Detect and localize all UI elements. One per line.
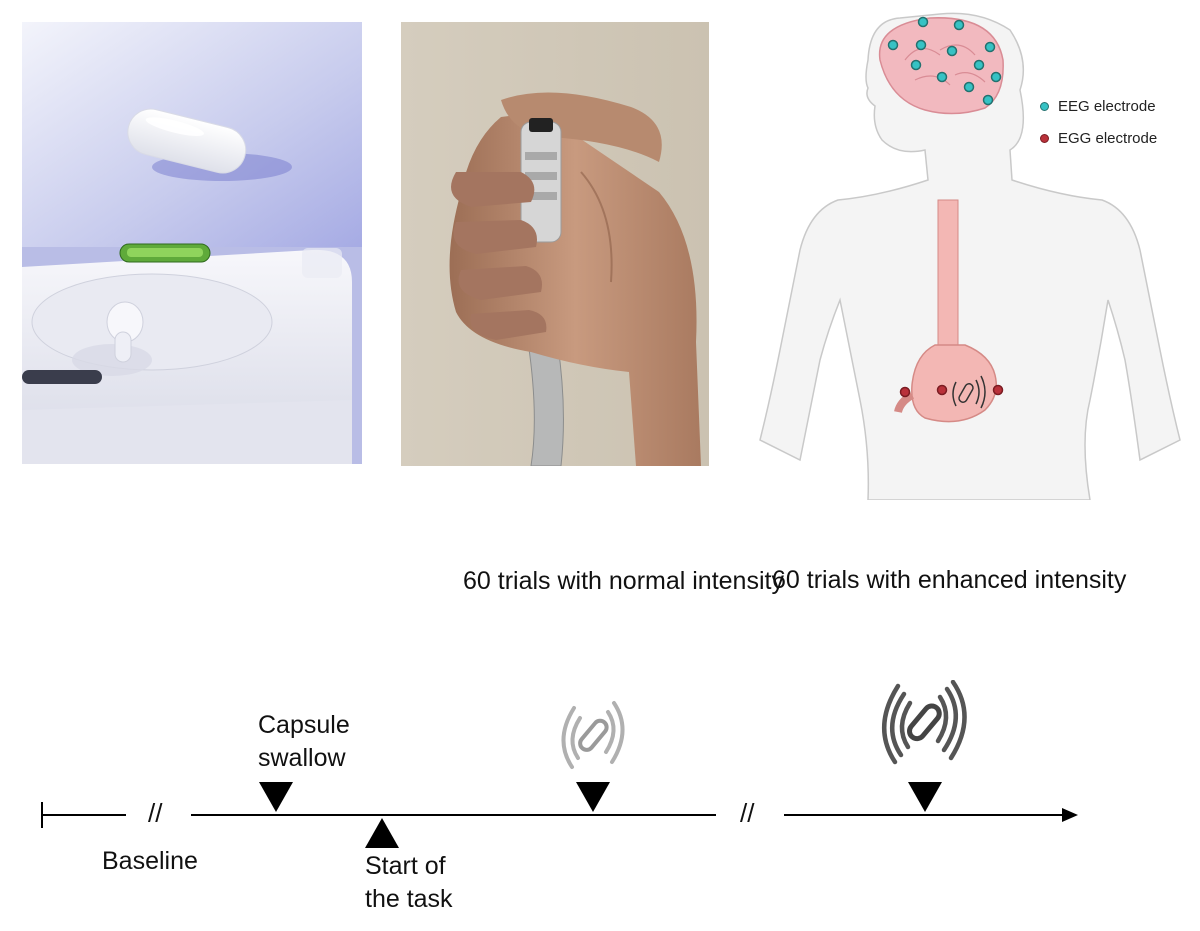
egg-electrode	[899, 386, 911, 398]
break-mark-2: //	[740, 798, 755, 828]
body-outline	[759, 12, 1181, 500]
eeg-electrode	[910, 59, 922, 71]
stomach	[911, 344, 997, 423]
hand-photo-drawing	[401, 22, 709, 466]
body-electrode-illustration	[759, 12, 1181, 500]
legend-eeg-label: EEG electrode	[1058, 98, 1156, 115]
esophagus	[937, 199, 959, 351]
photo-hand-button	[401, 22, 709, 466]
eeg-electrode	[936, 71, 948, 83]
stomach-capsule-icon	[952, 375, 986, 409]
capsule-photo-drawing	[22, 22, 362, 464]
eeg-electrode	[990, 71, 1002, 83]
egg-electrode	[992, 384, 1004, 396]
eeg-electrode	[917, 16, 929, 28]
task-start-label: Start of the task	[365, 852, 453, 913]
break-mark-1: //	[148, 798, 163, 828]
capsule-swallow-label: Capsule swallow	[258, 711, 350, 772]
eeg-electrode	[887, 39, 899, 51]
phase-normal-label: 60 trials with normal intensity	[463, 567, 784, 595]
capsule-swallow-marker	[259, 782, 293, 812]
normal-intensity-marker	[576, 782, 610, 812]
eeg-electrode	[963, 81, 975, 93]
enhanced-intensity-marker	[908, 782, 942, 812]
eeg-electrode	[946, 45, 958, 57]
eeg-electrode	[984, 41, 996, 53]
phase-enhanced-label: 60 trials with enhanced intensity	[772, 566, 1127, 594]
baseline-label: Baseline	[102, 847, 198, 875]
vibrating-capsule-light-icon	[561, 701, 625, 769]
egg-electrodes	[899, 384, 1004, 398]
eeg-electrode	[973, 59, 985, 71]
eeg-electrodes	[887, 16, 1002, 106]
legend-egg-label: EGG electrode	[1058, 130, 1158, 147]
egg-electrode	[936, 384, 948, 396]
task-start-marker	[365, 818, 399, 848]
legend-egg: EGG electrode	[1040, 130, 1157, 147]
eeg-dot-icon	[1040, 102, 1049, 111]
eeg-electrode	[915, 39, 927, 51]
timeline	[41, 680, 1078, 848]
egg-dot-icon	[1040, 134, 1049, 143]
duodenum	[894, 391, 915, 414]
legend-eeg: EEG electrode	[1040, 98, 1156, 115]
timeline-arrowhead	[1062, 808, 1078, 822]
photo-capsule-and-dock	[22, 22, 362, 464]
vibrating-capsule-dark-icon	[882, 680, 967, 765]
eeg-electrode	[982, 94, 994, 106]
eeg-electrode	[953, 19, 965, 31]
